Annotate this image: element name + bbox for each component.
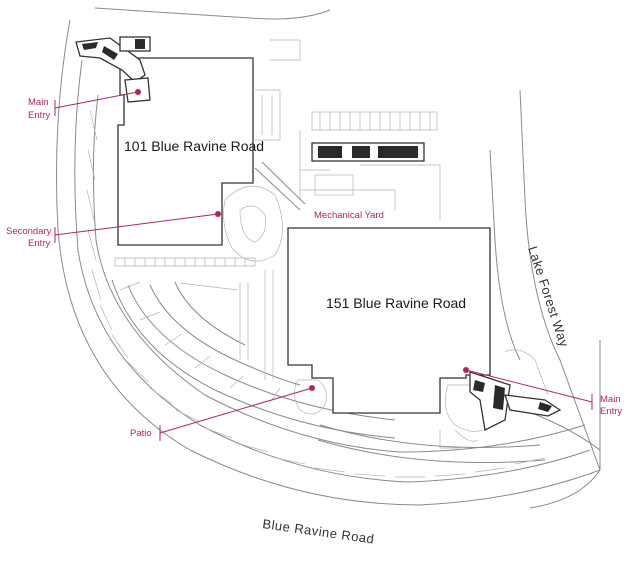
building-101-entry-structure [75,36,151,103]
label-main-entry-101-line2: Entry [28,110,50,121]
site-linework [56,7,601,509]
label-secondary-entry-line2: Entry [28,238,50,249]
callout-main-entry-151 [463,367,593,410]
label-secondary-entry-line1: Secondary [6,226,52,237]
label-main-entry-151-line2: Entry [600,406,622,417]
callout-secondary-entry [54,211,221,243]
building-151-label: 151 Blue Ravine Road [326,295,466,311]
building-101: 101 Blue Ravine Road [117,57,264,246]
building-101-label: 101 Blue Ravine Road [124,138,264,154]
label-mechanical-yard: Mechanical Yard [314,210,384,221]
building-151-entry-structure [469,349,562,431]
label-patio: Patio [130,428,152,439]
building-151: 151 Blue Ravine Road [287,227,491,414]
callout-main-entry-101 [54,89,141,116]
label-main-entry-151-line1: Main [600,394,621,405]
label-main-entry-101-line1: Main [28,97,49,108]
road-label-blue-ravine-road: Blue Ravine Road [262,516,376,547]
callout-patio [159,385,315,441]
